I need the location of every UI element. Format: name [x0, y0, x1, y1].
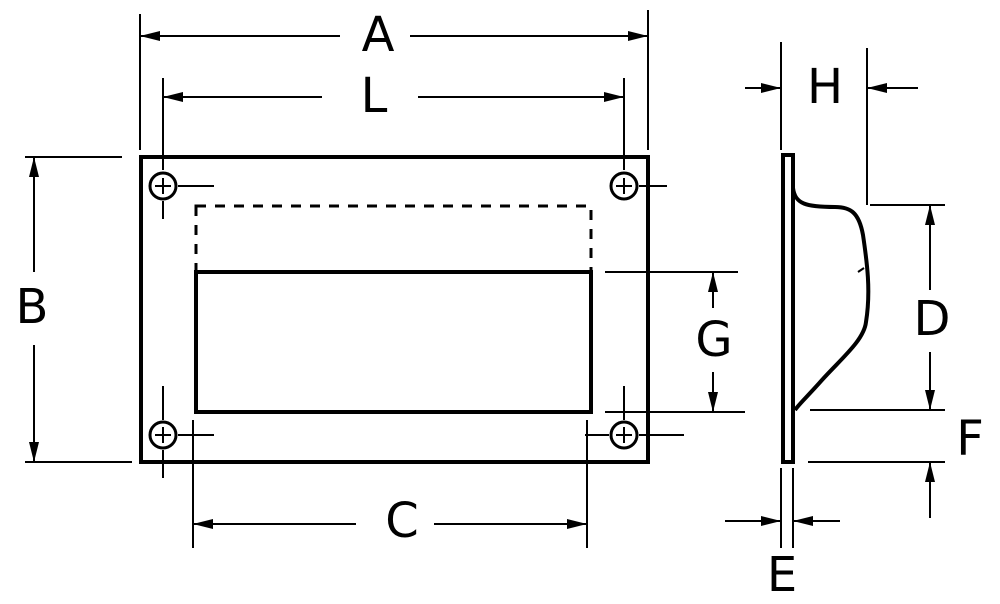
- flange-side-profile: [781, 153, 795, 464]
- dimension-label-h: H: [807, 59, 843, 115]
- hole-center-lines: [162, 185, 684, 478]
- side-view: H D F E: [725, 42, 984, 603]
- handle-opening: [194, 270, 593, 414]
- dimension-label-b: B: [16, 279, 49, 335]
- dimension-label-c: C: [385, 493, 419, 549]
- screw-hole-bottom-left: [148, 420, 178, 450]
- dimension-label-g: G: [695, 312, 732, 368]
- dimension-label-a: A: [362, 7, 395, 63]
- dimension-e: E: [725, 468, 840, 603]
- dimension-f: F: [808, 411, 984, 518]
- dimension-b: B: [16, 156, 132, 463]
- front-view: A L B C: [16, 7, 745, 549]
- flange-plate-outline: [139, 155, 650, 464]
- screw-hole-top-left: [148, 171, 178, 201]
- dimension-h: H: [745, 42, 918, 205]
- dimension-c: C: [192, 420, 588, 549]
- screw-hole-top-right: [609, 171, 639, 201]
- dimension-label-e: E: [767, 547, 797, 603]
- dimension-l: L: [162, 68, 625, 170]
- dimension-label-d: D: [914, 291, 951, 347]
- handle-cup-profile: [791, 187, 871, 412]
- dimension-d: D: [810, 204, 951, 411]
- dimension-g: G: [605, 271, 745, 413]
- screw-hole-bottom-right: [609, 420, 639, 450]
- dimension-label-l: L: [361, 68, 388, 124]
- recess-hidden-outline: [194, 204, 593, 274]
- dimension-label-f: F: [956, 411, 984, 467]
- dimension-a: A: [139, 7, 649, 150]
